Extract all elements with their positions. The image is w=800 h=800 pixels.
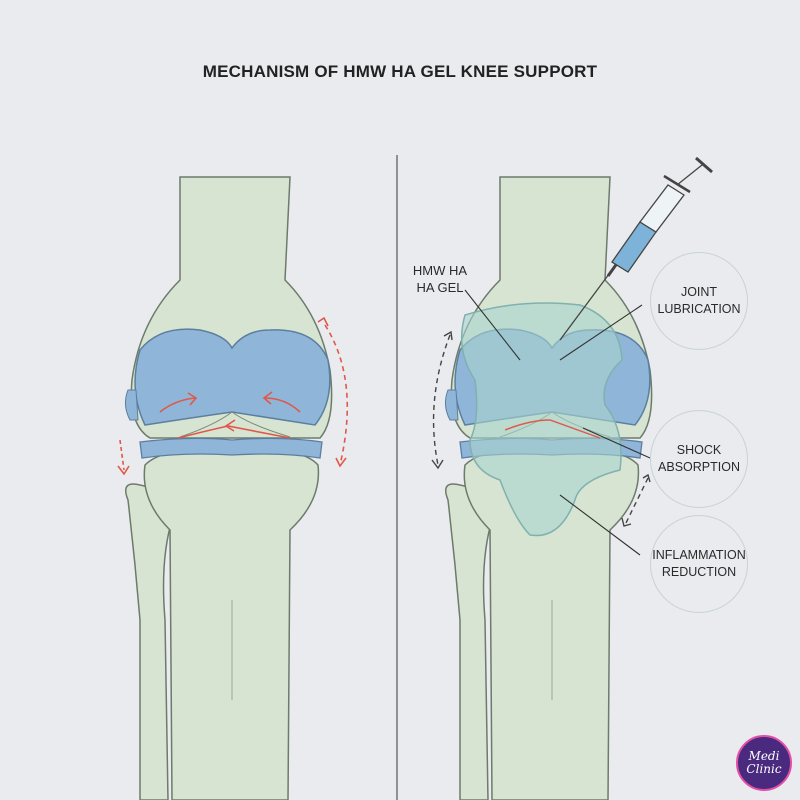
label-line: SHOCK <box>676 443 722 457</box>
logo-text: Medi <box>748 749 780 763</box>
medi-clinic-logo: Medi Clinic <box>736 735 792 791</box>
ha-gel-label: HMW HA HA GEL <box>405 262 475 296</box>
healthy-knee <box>124 176 333 800</box>
label-line: ABSORPTION <box>658 460 740 474</box>
label-line: LUBRICATION <box>657 302 741 316</box>
syringe-icon <box>559 156 713 341</box>
page-title: MECHANISM OF HMW HA GEL KNEE SUPPORT <box>202 62 598 81</box>
shock-absorption-callout: SHOCK ABSORPTION <box>650 410 748 508</box>
motion-arrows-dashed <box>431 330 651 527</box>
leader-lines <box>464 289 651 556</box>
motion-arrows-red <box>117 316 349 476</box>
label-line: HMW HA <box>412 263 468 278</box>
ha-gel <box>460 302 623 537</box>
logo-text: Clinic <box>746 762 782 776</box>
label-line: INFLAMMATION <box>652 548 746 562</box>
label-line: HA GEL <box>416 280 464 295</box>
label-line: JOINT <box>680 285 718 299</box>
joint-lubrication-callout: JOINT LUBRICATION <box>650 252 748 350</box>
inflammation-reduction-callout: INFLAMMATION REDUCTION <box>650 515 748 613</box>
label-line: REDUCTION <box>661 565 737 579</box>
